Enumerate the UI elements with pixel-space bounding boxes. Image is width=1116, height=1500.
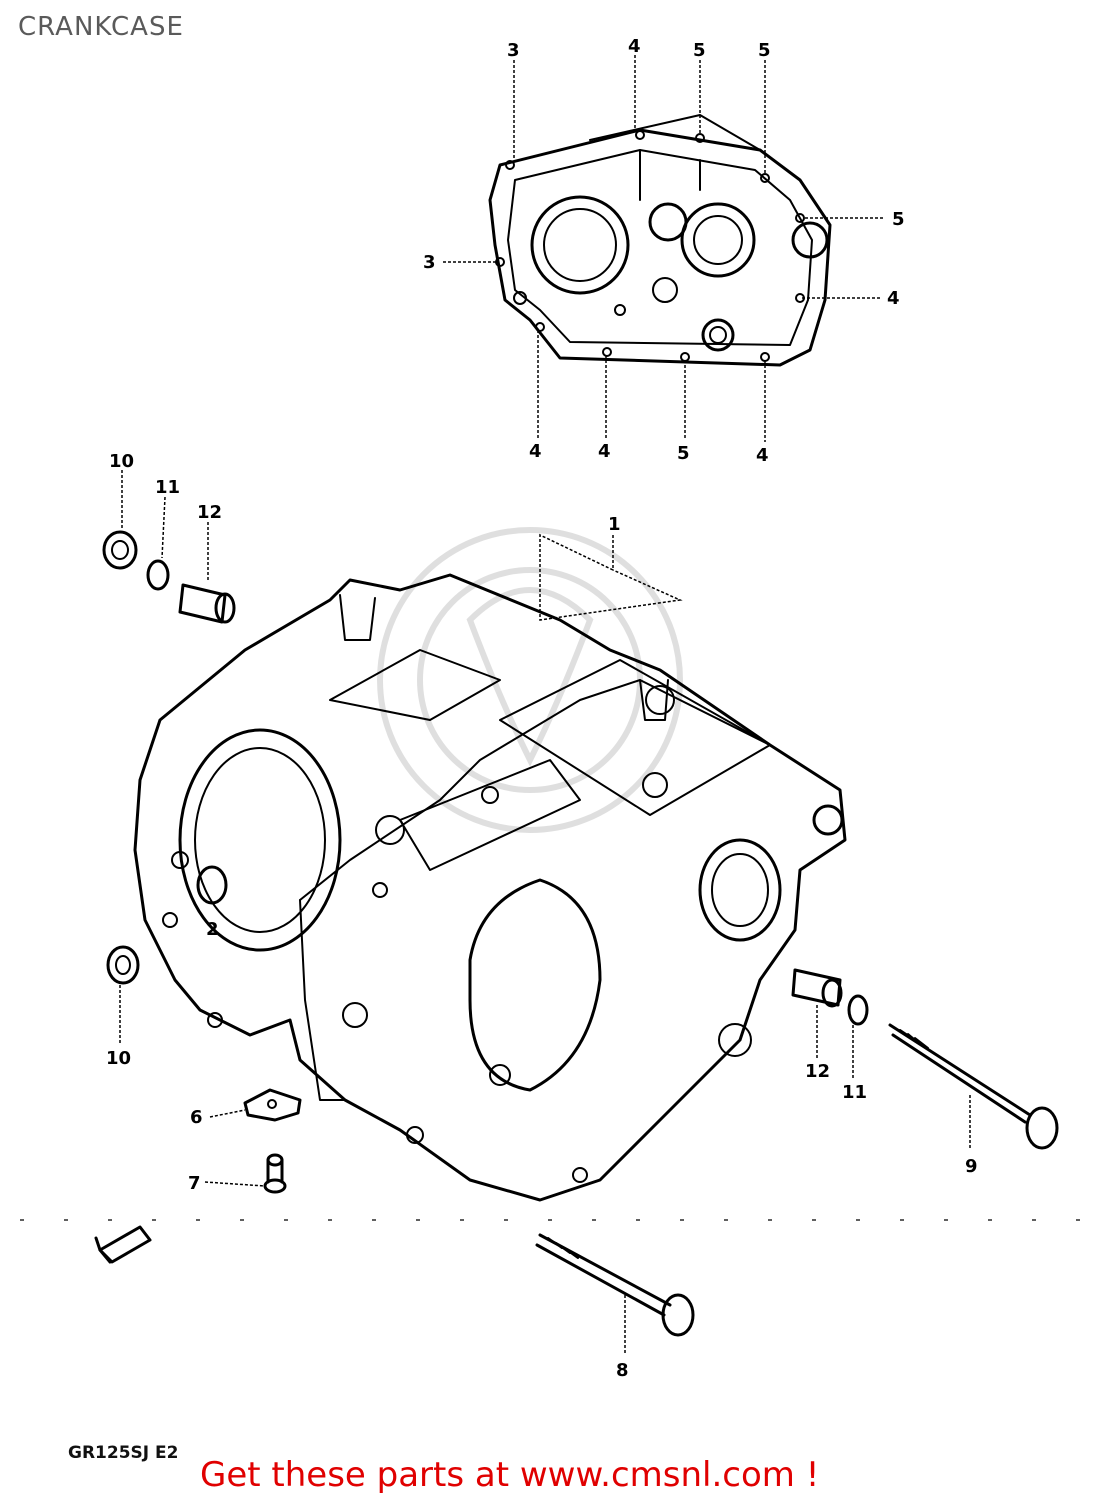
part-11-upper-washer	[146, 559, 170, 591]
part-7-screw	[263, 1153, 287, 1194]
callout-12-upper: 12	[197, 502, 222, 523]
forward-direction-arrow: FWD	[94, 1225, 152, 1264]
crankcase-half-upper-view	[488, 114, 832, 367]
bolt-holes-upper	[495, 130, 805, 362]
callout-3-top: 3	[507, 40, 520, 61]
callout-4-top: 4	[628, 36, 641, 57]
callout-6: 6	[190, 1107, 203, 1128]
callout-4-bottom-c: 4	[756, 445, 769, 466]
callout-4-bottom-b: 4	[598, 441, 611, 462]
part-12-upper-bush	[178, 583, 236, 624]
model-code: GR125SJ E2	[68, 1443, 179, 1463]
callout-5-top-a: 5	[693, 40, 706, 61]
part-8-bolt	[535, 1233, 695, 1337]
callout-4-right: 4	[887, 288, 900, 309]
page-title: CRANKCASE	[18, 12, 184, 42]
dowel-pin-2	[196, 865, 228, 905]
callout-7: 7	[188, 1173, 201, 1194]
part-6-clamp	[243, 1088, 302, 1122]
callout-3-left: 3	[423, 252, 436, 273]
callout-4-bottom-a: 4	[529, 441, 542, 462]
callout-5-right: 5	[892, 209, 905, 230]
leader-lines	[119, 55, 971, 1355]
part-10-lower-seal	[106, 945, 140, 985]
part-11-lower-washer	[847, 994, 869, 1026]
callout-5-bottom: 5	[677, 443, 690, 464]
crankcase-assembly-main	[133, 573, 847, 1202]
part-9-bolt	[888, 1023, 1059, 1150]
callout-11-lower: 11	[842, 1082, 867, 1103]
callout-8: 8	[616, 1360, 629, 1381]
callout-labels: 3 4 5 5 5 3 4 4 4 5 4 10 11 12 1 2 10 12…	[106, 36, 978, 1381]
callout-11-upper: 11	[155, 477, 180, 498]
promo-link-text[interactable]: Get these parts at www.cmsnl.com !	[200, 1455, 820, 1495]
callout-9: 9	[965, 1156, 978, 1177]
part-10-upper-seal	[102, 530, 138, 570]
callout-12-lower: 12	[805, 1061, 830, 1082]
callout-10-upper: 10	[109, 451, 134, 472]
watermark-logo	[377, 527, 683, 833]
callout-10-lower: 10	[106, 1048, 131, 1069]
callout-2: 2	[206, 919, 219, 940]
callout-5-top-b: 5	[758, 40, 771, 61]
callout-1: 1	[608, 514, 621, 535]
part-12-lower-bush	[791, 968, 843, 1008]
